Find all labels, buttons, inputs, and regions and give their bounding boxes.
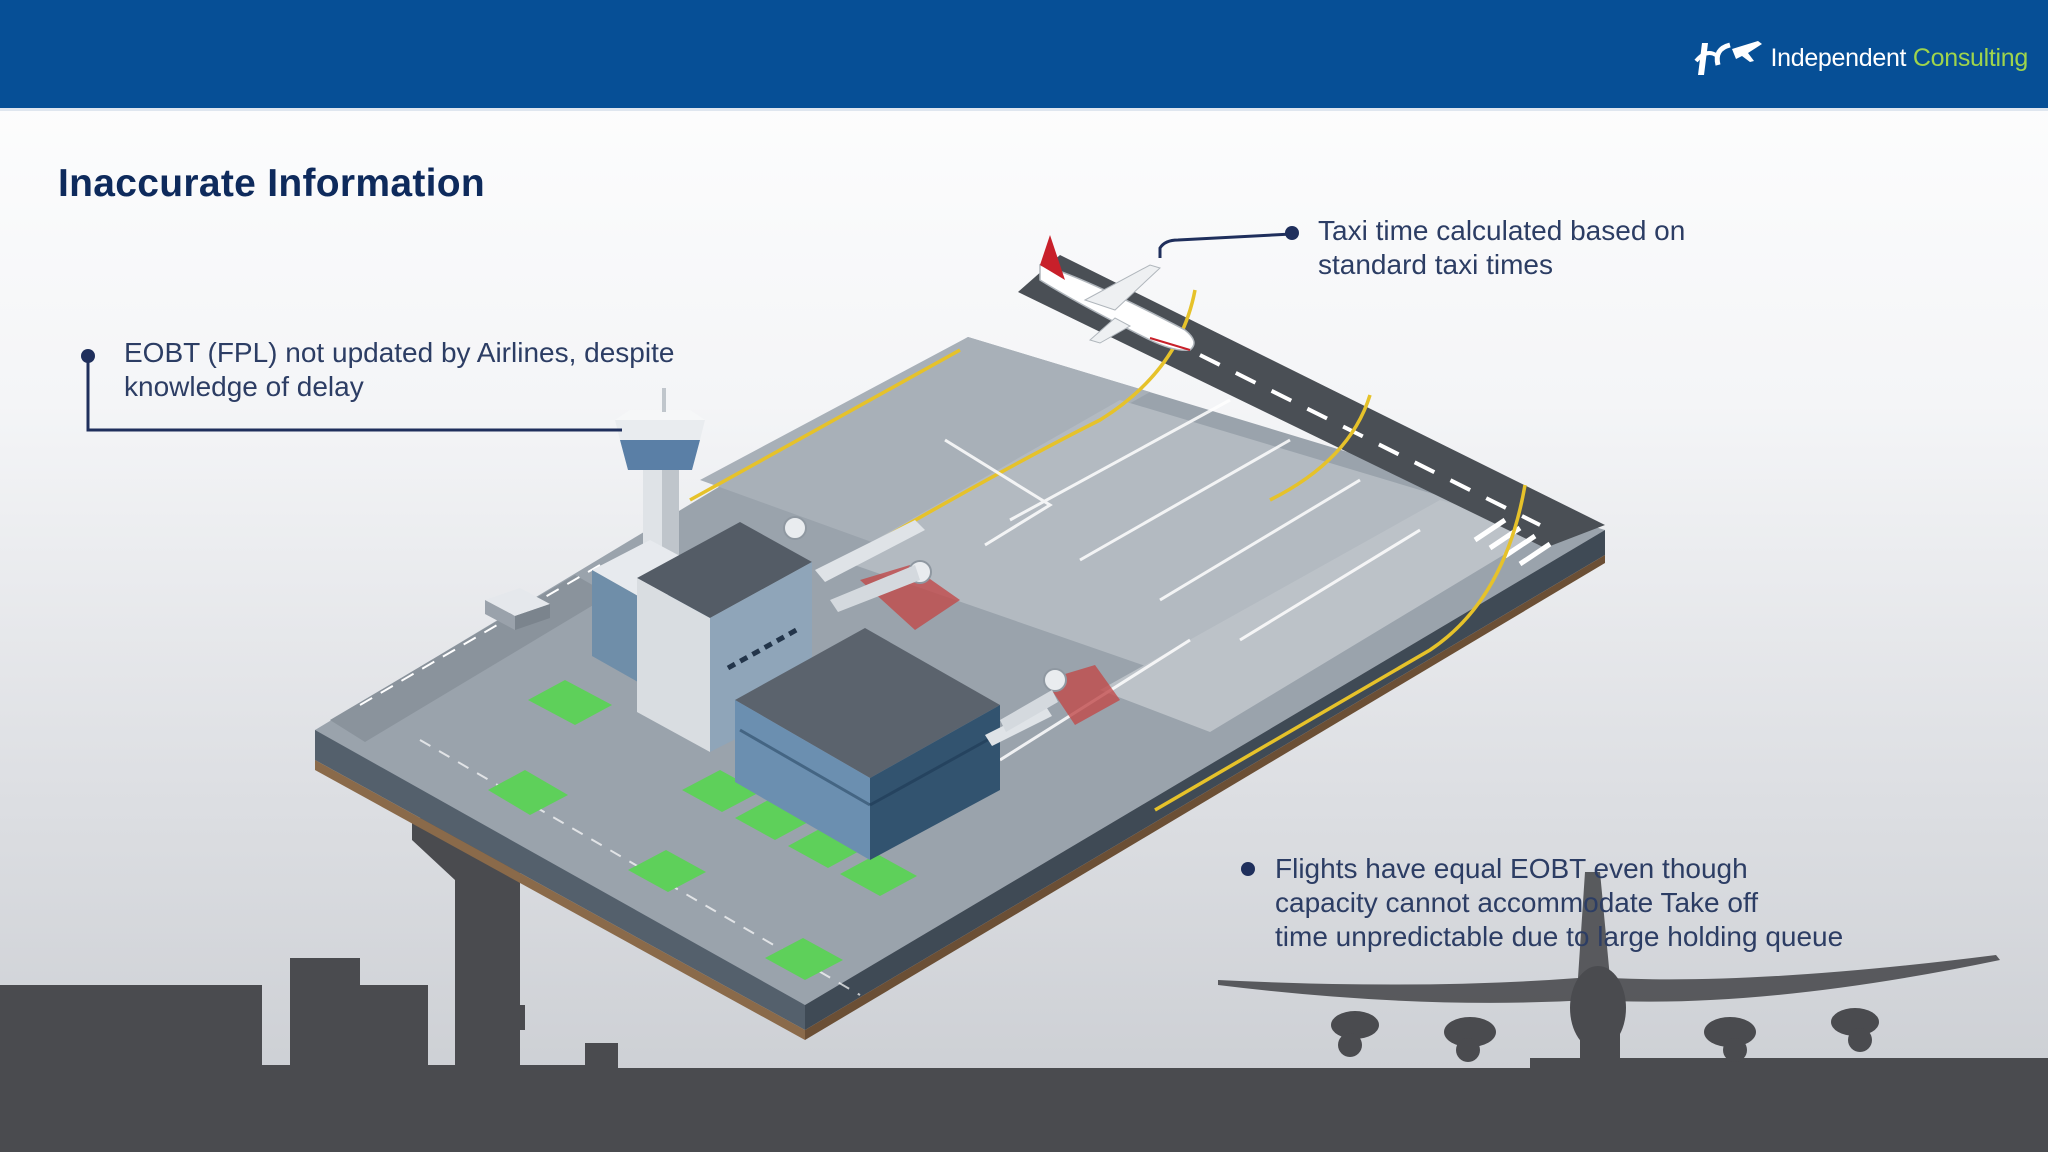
grass-patches [488, 680, 917, 980]
terminal-building [592, 522, 1001, 860]
callout-eobt-line-2: knowledge of delay [124, 371, 364, 402]
company-logo: Independent Consulting [1692, 28, 2028, 88]
callout-flights-line-3: time unpredictable due to large holding … [1275, 921, 1844, 952]
callout-taxi-line-1: Taxi time calculated based on [1318, 215, 1686, 246]
callout-flights-line-2: capacity cannot accommodate Take off [1275, 887, 1759, 918]
callout-taxi-time: Taxi time calculated based on standard t… [1318, 214, 1685, 282]
jet-bridges [783, 516, 1067, 746]
logo-text: Independent Consulting [1770, 44, 2028, 73]
landing-airplane-silhouette [1218, 872, 2000, 1070]
logo-word-consulting: Consulting [1912, 43, 2028, 72]
callout-flights: Flights have equal EOBT even though capa… [1275, 852, 1843, 954]
taxiing-aircraft [1039, 235, 1195, 352]
logo-word-independent: Independent [1770, 43, 1907, 72]
airplane-logo-icon [1694, 41, 1763, 75]
callout-eobt-line-1: EOBT (FPL) not updated by Airlines, desp… [124, 337, 675, 368]
callout-flights-line-1: Flights have equal EOBT even though [1275, 853, 1748, 884]
eobt-leader-line [86, 356, 622, 432]
callout-taxi-line-2: standard taxi times [1318, 249, 1553, 280]
ground-silhouette [0, 818, 2048, 1152]
taxi-bullet [1285, 226, 1299, 240]
eobt-bullet [81, 349, 95, 363]
leader-lines [86, 232, 1293, 432]
apron [700, 337, 1545, 732]
guard-house [485, 588, 550, 630]
callout-eobt: EOBT (FPL) not updated by Airlines, desp… [124, 336, 674, 404]
flights-bullet [1241, 862, 1255, 876]
header-bar: Independent Consulting [0, 0, 2048, 111]
page-title: Inaccurate Information [58, 162, 486, 205]
apron-markings [944, 398, 1421, 762]
taxi-leader-line [1158, 232, 1293, 258]
